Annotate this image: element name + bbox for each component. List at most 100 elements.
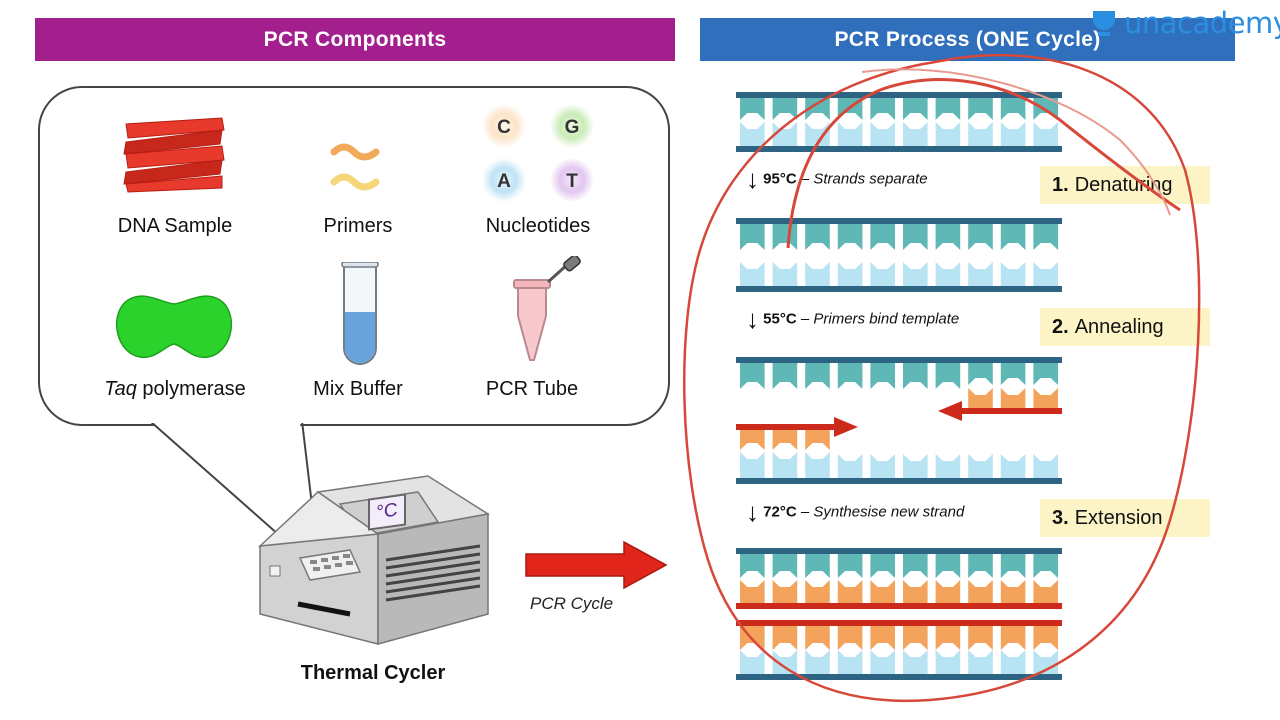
dna-backbone <box>736 286 1062 292</box>
nucleotide-t: T <box>566 171 578 192</box>
dna-backbone <box>736 548 1062 554</box>
complementary-base <box>1033 262 1058 286</box>
template-base <box>870 363 895 389</box>
nucleotide-c: C <box>497 117 511 138</box>
dna-backbone <box>736 357 1062 363</box>
complementary-base <box>1000 262 1026 286</box>
complementary-base <box>935 262 961 286</box>
complementary-base <box>740 262 765 286</box>
new-strand-base <box>772 580 798 604</box>
new-strand-base <box>903 626 928 650</box>
complementary-base <box>935 650 961 674</box>
primer-arrow-left-icon <box>938 401 962 421</box>
template-base <box>903 363 928 389</box>
new-strand-base <box>837 626 863 650</box>
thermal-cycler-illustration <box>258 475 490 645</box>
template-base <box>903 98 928 120</box>
template-base <box>968 363 993 385</box>
down-arrow-icon: ↓ <box>746 497 759 527</box>
primer-arrow-right-icon <box>834 417 858 437</box>
nucleotide-g: G <box>565 117 580 138</box>
primer-base <box>772 430 798 450</box>
nucleotides-label: Nucleotides <box>485 215 591 237</box>
template-base <box>805 224 830 250</box>
nucleotides-icon: C G A T <box>482 104 594 202</box>
template-base <box>837 224 863 250</box>
complementary-base <box>740 452 765 478</box>
taq-label-italic: Taq <box>104 378 137 400</box>
complementary-base <box>903 122 928 146</box>
template-base <box>805 554 830 578</box>
template-base <box>1000 224 1026 250</box>
step-2-badge: 2. Annealing <box>1040 308 1210 346</box>
step-3-temp: 72°C <box>763 503 797 521</box>
template-base <box>1000 554 1026 578</box>
complementary-base <box>740 650 765 674</box>
complementary-base <box>1033 650 1058 674</box>
step-2-temp: 55°C <box>763 310 797 328</box>
dna-sample-icon <box>123 117 225 193</box>
template-base <box>903 224 928 250</box>
complementary-base <box>1033 122 1058 146</box>
step-1-badge: 1. Denaturing <box>1040 166 1210 204</box>
down-arrow-icon: ↓ <box>746 164 759 194</box>
new-strand-base <box>1033 580 1058 604</box>
complementary-base <box>968 650 993 674</box>
step-2-desc: – Primers bind template <box>800 310 960 328</box>
dna-backbone <box>736 478 1062 484</box>
nucleotide-a: A <box>497 171 511 192</box>
primer-base <box>805 430 830 450</box>
dna-backbone <box>736 146 1062 152</box>
complementary-base <box>870 122 895 146</box>
primer-base <box>968 388 993 408</box>
step-3-number: 3. <box>1052 506 1069 529</box>
new-strand-base <box>903 580 928 604</box>
complementary-base <box>1000 122 1026 146</box>
primer-base <box>740 430 765 450</box>
dna-backbone <box>736 674 1062 680</box>
complementary-base <box>1000 454 1026 478</box>
primer-strand <box>960 408 1062 414</box>
step-1-desc: – Strands separate <box>800 170 928 188</box>
complementary-base <box>935 122 961 146</box>
step-3-row: ↓ 72°C – Synthesise new strand <box>746 497 964 528</box>
complementary-base <box>805 262 830 286</box>
new-strand-base <box>935 580 961 604</box>
template-base <box>837 363 863 389</box>
step-1-row: ↓ 95°C – Strands separate <box>746 164 928 195</box>
primer-base <box>1000 388 1026 408</box>
template-base <box>968 224 993 250</box>
template-base <box>935 98 961 120</box>
template-base <box>805 98 830 120</box>
new-strand-base <box>1000 626 1026 650</box>
step-2-row: ↓ 55°C – Primers bind template <box>746 304 959 335</box>
taq-polymerase-label: Taq polymerase <box>75 378 275 401</box>
dna-backbone <box>736 92 1062 98</box>
step-2-name: Annealing <box>1074 315 1164 338</box>
taq-label-rest: polymerase <box>136 378 246 400</box>
new-strand-base <box>740 626 765 650</box>
new-strand-base <box>1000 580 1026 604</box>
complementary-base <box>968 262 993 286</box>
pcr-tube-label: PCR Tube <box>485 378 579 400</box>
new-strand-base <box>1033 626 1058 650</box>
complementary-base <box>870 454 895 478</box>
complementary-base <box>772 262 798 286</box>
primers-icon <box>330 143 380 191</box>
taq-polymerase-icon <box>115 295 233 359</box>
new-strand-base <box>805 626 830 650</box>
pcr-cycle-label: PCR Cycle <box>530 594 614 613</box>
template-base <box>1033 98 1058 120</box>
complementary-base <box>1000 650 1026 674</box>
complementary-base <box>805 650 830 674</box>
complementary-base <box>772 650 798 674</box>
template-base <box>1033 554 1058 578</box>
complementary-base <box>772 122 798 146</box>
unacademy-logo: unacademy <box>1090 6 1280 40</box>
pcr-tube-icon <box>513 256 581 361</box>
primers-label: Primers <box>323 215 393 237</box>
template-base <box>903 554 928 578</box>
complementary-base <box>805 122 830 146</box>
complementary-base <box>870 650 895 674</box>
complementary-base <box>740 122 765 146</box>
